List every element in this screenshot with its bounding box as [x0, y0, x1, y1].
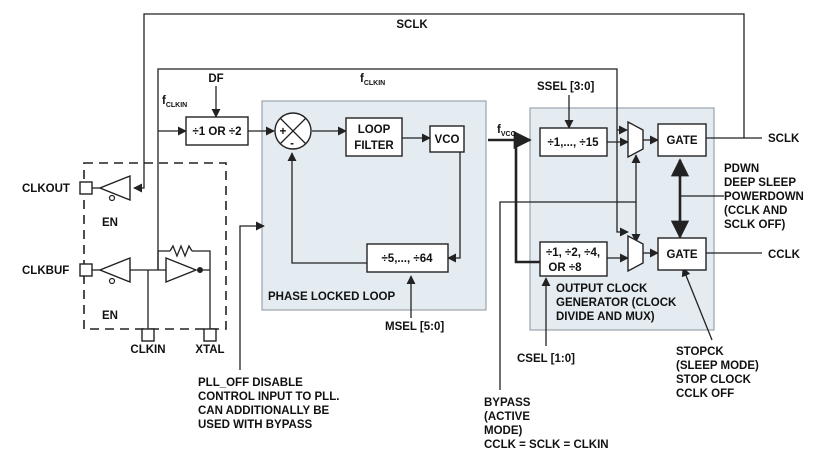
feedback-divider-label: ÷5,..., ÷64	[382, 253, 434, 265]
clkout-buffer	[98, 174, 131, 202]
bypass-control-wire	[499, 154, 641, 390]
fvco-bus	[488, 138, 540, 264]
pll-region-label: PHASE LOCKED LOOP	[268, 291, 395, 303]
resistor-wire	[192, 250, 211, 270]
csel-label: CSEL [1:0]	[517, 353, 575, 365]
msel-label: MSEL [5:0]	[385, 321, 444, 333]
feedback-resistor	[169, 244, 193, 258]
stopck-arrow	[681, 267, 713, 341]
clkout-enable-bubble	[108, 194, 116, 202]
en-label-1: EN	[102, 217, 118, 229]
vco-label: VCO	[435, 134, 460, 146]
summer-cross-2	[279, 117, 307, 145]
cclk-divider-block	[539, 241, 608, 277]
ocg-label-1: OUTPUT CLOCK	[556, 283, 648, 295]
sclk-feedback-wire	[133, 13, 745, 193]
clkin-label: CLKIN	[130, 344, 165, 356]
clkin-pin	[141, 328, 155, 342]
summer-plus: +	[280, 126, 287, 138]
clkout-label: CLKOUT	[22, 183, 70, 195]
cclk-divider-label-2: OR ÷8	[548, 262, 582, 274]
oscillator-dashed-box	[83, 162, 227, 330]
clkbuf-enable-bubble	[108, 277, 116, 285]
feedback-divider-block	[366, 243, 449, 273]
cclk-gate-label: GATE	[666, 249, 697, 261]
fclkin-distribution-wire	[157, 68, 618, 270]
clkbuf-buffer	[98, 256, 131, 284]
clkbuf-pin	[79, 263, 93, 277]
ssel-label: SSEL [3:0]	[537, 81, 594, 93]
sclk-divider-label: ÷1,..., ÷15	[548, 137, 600, 149]
sclk-gate-block	[657, 123, 707, 157]
cclk-output-label: CCLK	[768, 249, 801, 261]
divider-1-2-block	[185, 116, 249, 146]
ocg-label-3: DIVIDE AND MUX)	[556, 311, 655, 323]
clkbuf-label: CLKBUF	[22, 265, 69, 277]
summer-minus: -	[290, 138, 294, 150]
junction-dot	[197, 267, 203, 273]
fclkin-to-mux-c-wire	[616, 130, 629, 237]
en-label-2: EN	[102, 310, 118, 322]
cclk-mux	[627, 234, 644, 273]
pll-off-arrow	[239, 221, 265, 370]
pdwn-note: PDWN DEEP SLEEP POWERDOWN (CCLK AND SCLK…	[724, 163, 807, 231]
sclk-divider-block	[539, 127, 608, 157]
sclk-top-label: SCLK	[396, 19, 428, 31]
divider-1-2-label: ÷1 OR ÷2	[192, 126, 241, 138]
divider-feedback-wire	[287, 152, 367, 264]
stopck-note: STOPCK (SLEEP MODE) STOP CLOCK CCLK OFF	[676, 346, 762, 400]
clkout-pin	[79, 181, 93, 195]
cclk-gate-block	[657, 237, 707, 271]
fclkin-top-label: fCLKIN	[360, 73, 385, 87]
fvco-label: fVCO	[497, 124, 517, 138]
loop-filter-block	[345, 117, 403, 157]
cclk-divider-label-1: ÷1, ÷2, ÷4,	[546, 247, 600, 259]
loop-filter-label-2: FILTER	[354, 140, 394, 152]
xtal-label: XTAL	[195, 344, 224, 356]
loop-filter-label-1: LOOP	[358, 124, 391, 136]
df-label: DF	[208, 73, 223, 85]
bypass-note: BYPASS (ACTIVE MODE) CCLK = SCLK = CLKIN	[484, 397, 609, 451]
ocg-label-2: GENERATOR (CLOCK	[556, 297, 677, 309]
sclk-mux	[627, 120, 644, 159]
fclkin-left-label: fCLKIN	[162, 95, 187, 109]
xtal-pin	[203, 328, 217, 342]
sclk-output-label: SCLK	[768, 133, 800, 145]
xtal-loop-wire	[157, 250, 170, 270]
vco-feedback-wire	[447, 150, 461, 263]
oscillator-inverter	[165, 256, 198, 284]
vco-block	[429, 125, 465, 153]
pll-off-note: PLL_OFF DISABLE CONTROL INPUT TO PLL. CA…	[198, 377, 343, 431]
sclk-gate-label: GATE	[666, 135, 697, 147]
